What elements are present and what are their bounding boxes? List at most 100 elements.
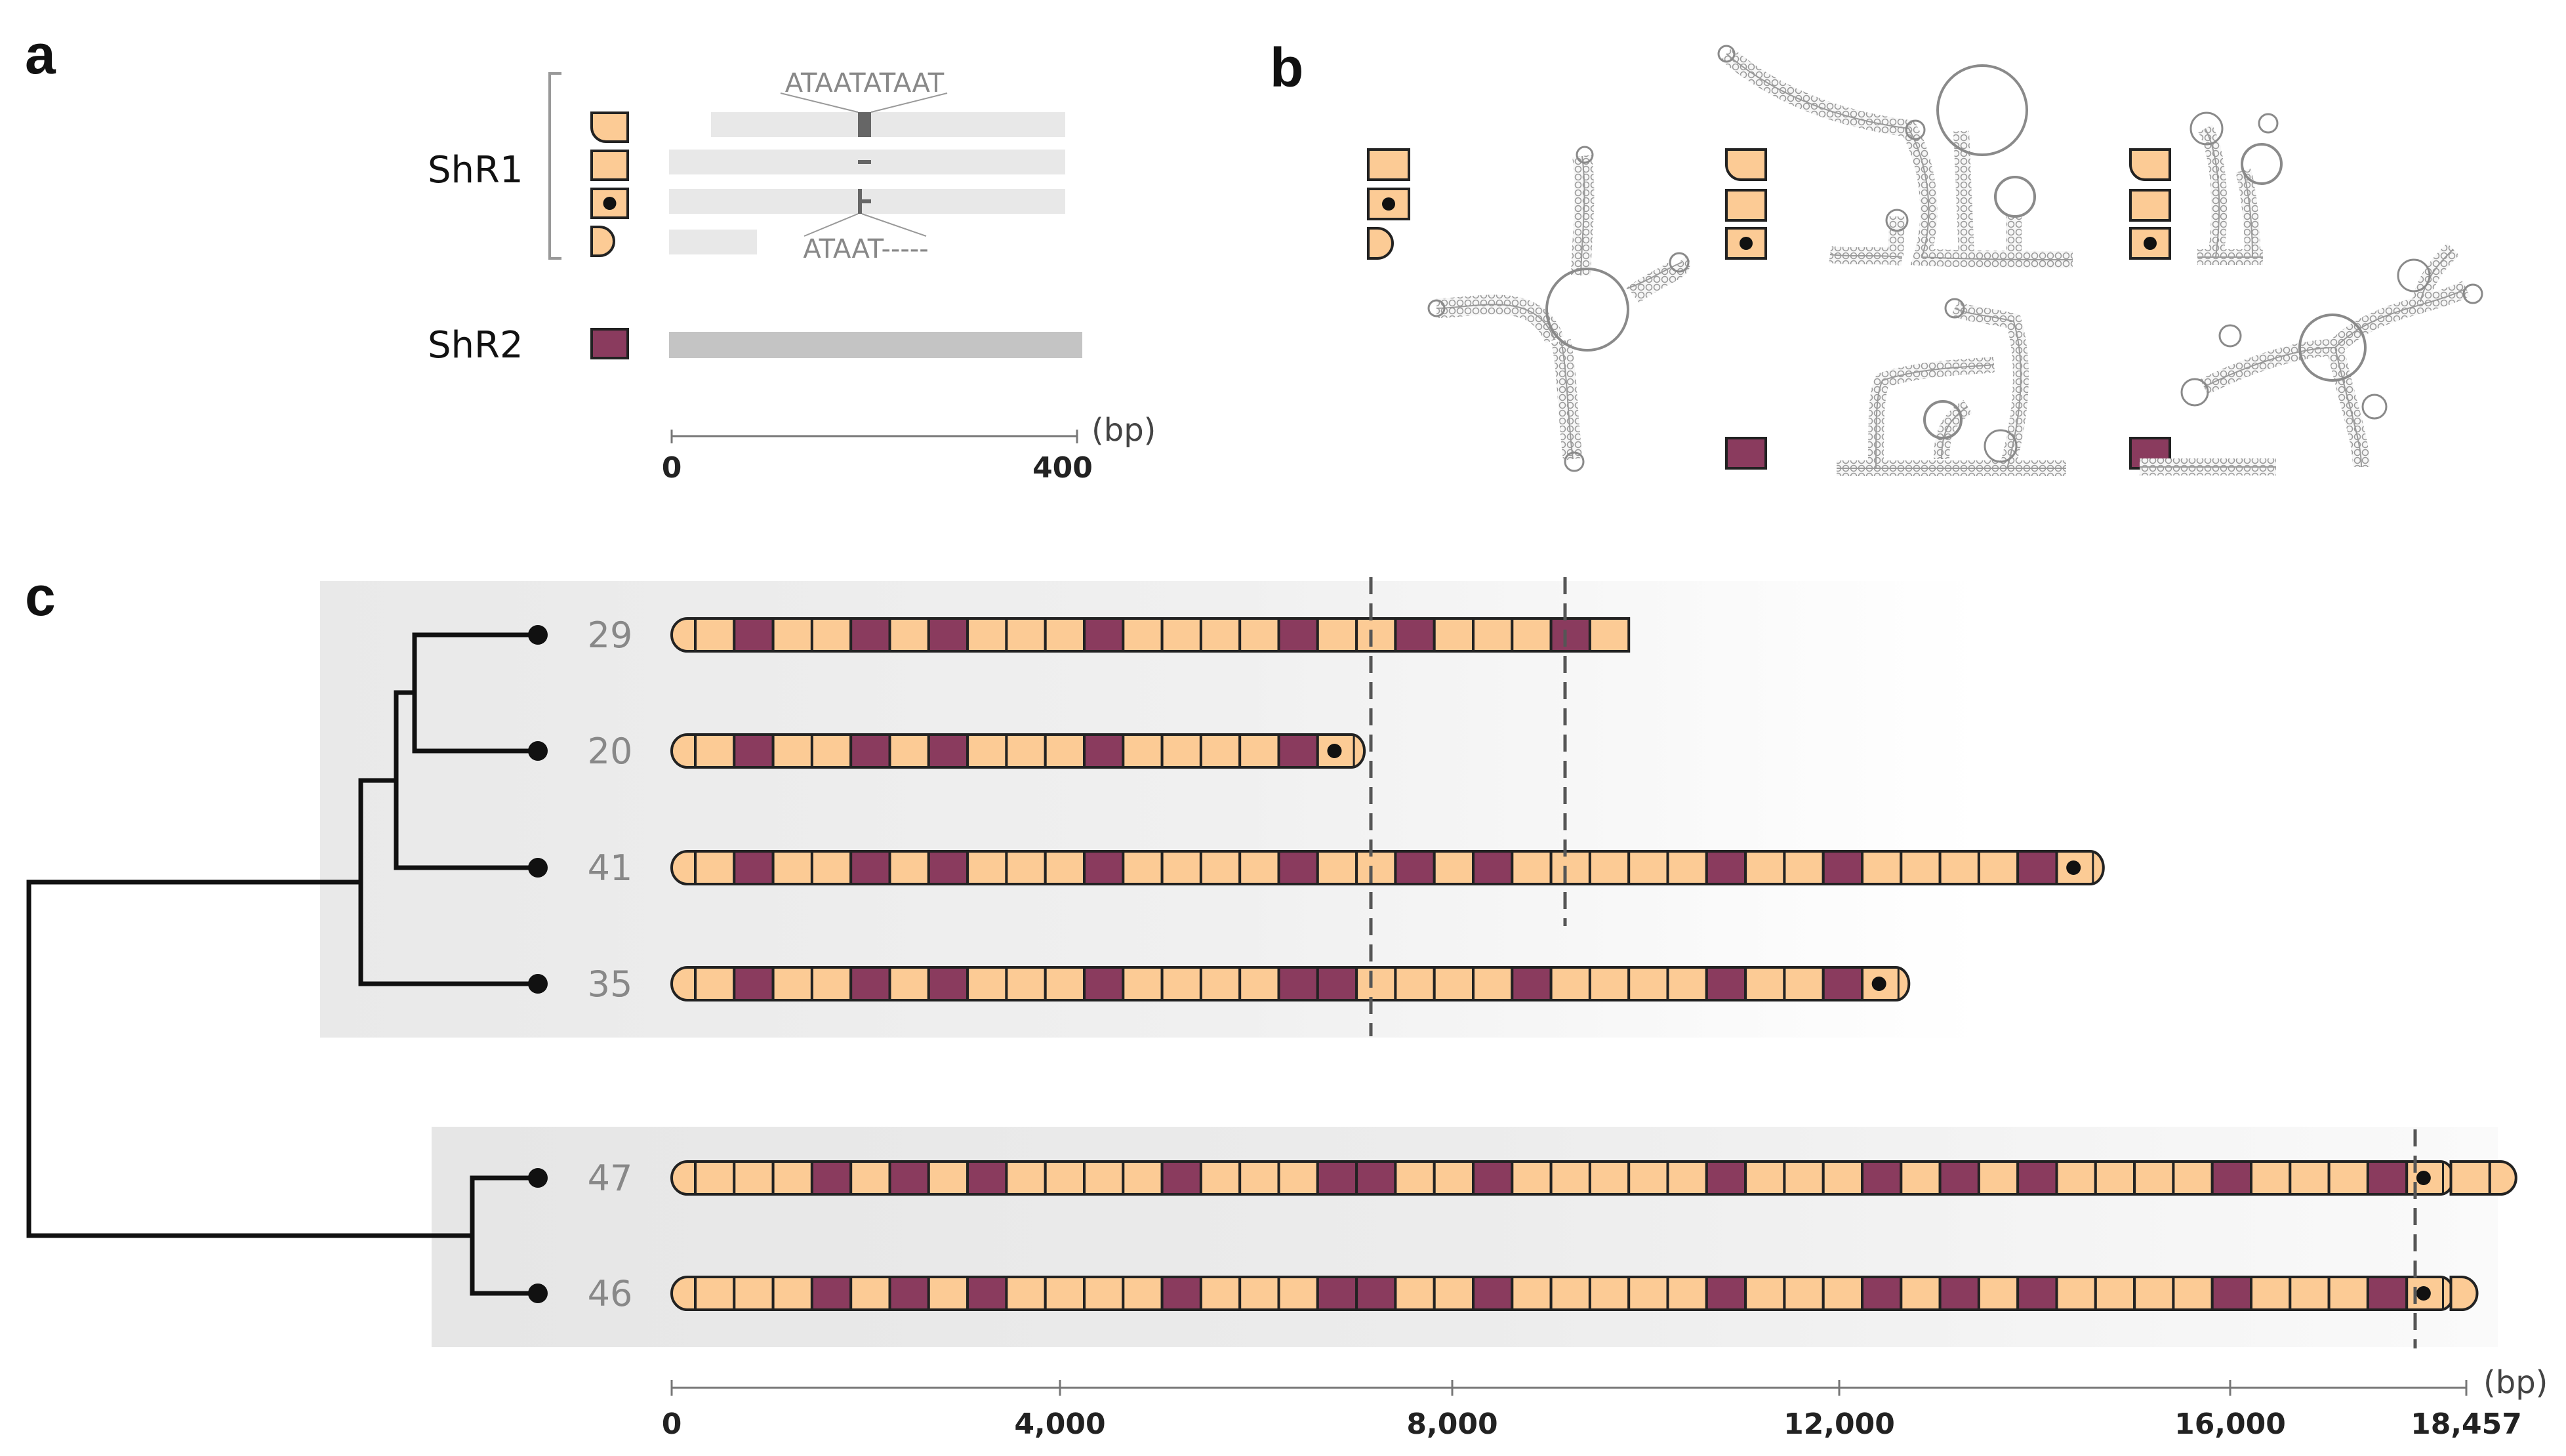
tip-dot xyxy=(528,1284,548,1303)
clade-background-bottom xyxy=(432,1127,2498,1347)
array-label: 35 xyxy=(588,963,633,1005)
unit-shr2 xyxy=(849,966,891,1001)
rna-structure-3 xyxy=(2189,111,2283,265)
dot-icon xyxy=(1871,977,1886,991)
unit-shr1 xyxy=(1627,966,1669,1001)
clade-background-top xyxy=(320,581,1980,1038)
axis-unit: (bp) xyxy=(2483,1364,2548,1401)
unit-shr1 xyxy=(927,1160,969,1196)
dendrogram xyxy=(26,625,548,1303)
unit-shr2 xyxy=(927,733,969,769)
unit-shr1 xyxy=(966,850,1008,885)
unit-shr1 xyxy=(694,966,736,1001)
unit-shr2 xyxy=(927,850,969,885)
unit-shr2 xyxy=(1083,850,1125,885)
unit-shr2 xyxy=(1394,850,1436,885)
unit-shr1 xyxy=(2327,1160,2369,1196)
unit-shr1 xyxy=(1199,733,1242,769)
unit-shr1 xyxy=(1238,850,1280,885)
unit-shr1 xyxy=(888,617,930,653)
unit-shr1 xyxy=(966,733,1008,769)
unit-shr1 xyxy=(1433,966,1475,1001)
unit-shr1 xyxy=(2289,1160,2331,1196)
axis-tick-label: 8,000 xyxy=(1406,1407,1497,1441)
array-label: 29 xyxy=(588,615,633,656)
unit-shr1 xyxy=(771,1160,813,1196)
unit-shr1 xyxy=(1238,1160,1280,1196)
panel-a-tick-label: 400 xyxy=(1032,451,1093,485)
shr1-dot-unit-icon xyxy=(590,188,629,219)
unit-shr2 xyxy=(1355,1276,1397,1311)
dot-icon xyxy=(2144,237,2157,250)
shr1-unit-icon xyxy=(2129,189,2171,222)
unit-shr1 xyxy=(1199,1160,1242,1196)
unit-shr1 xyxy=(1160,617,1202,653)
zoom-line xyxy=(804,213,859,237)
unit-shr1 xyxy=(1238,1276,1280,1311)
unit-shr2 xyxy=(2016,850,2058,885)
unit-shr1 xyxy=(1355,966,1397,1001)
insert-marker xyxy=(858,160,871,164)
array-row: 20 xyxy=(588,731,1366,772)
tip-dot xyxy=(528,741,548,761)
unit-shr2 xyxy=(1277,617,1319,653)
unit-shr1 xyxy=(1900,1276,1942,1311)
unit-shr1 xyxy=(733,1160,775,1196)
unit-shr1 xyxy=(1588,617,1631,653)
unit-shr1 xyxy=(1122,617,1164,653)
unit-shr1 xyxy=(1005,1160,1047,1196)
unit-shr1 xyxy=(1122,1160,1164,1196)
unit-shr2 xyxy=(927,617,969,653)
unit-shr1 xyxy=(2172,1276,2214,1311)
unit-shr1 xyxy=(1666,850,1708,885)
unit-shr2 xyxy=(966,1276,1008,1311)
unit-shr1 xyxy=(1472,617,1514,653)
unit-shr1 xyxy=(1588,966,1631,1001)
unit-shr1 xyxy=(1511,1276,1553,1311)
unit-shr2 xyxy=(1472,1276,1514,1311)
unit-shr1 xyxy=(2055,1160,2097,1196)
unit-shr1 xyxy=(1394,1276,1436,1311)
unit-shr1 xyxy=(1627,1160,1669,1196)
unit-shr1 xyxy=(1588,850,1631,885)
panel-a-axis-unit: (bp) xyxy=(1091,412,1156,449)
axis-tick-label: 18,457 xyxy=(2411,1407,2522,1441)
unit-shr1 xyxy=(1433,1276,1475,1311)
unit-shr1 xyxy=(733,1276,775,1311)
tip-dot xyxy=(528,858,548,878)
unit-shr1 xyxy=(2094,1160,2136,1196)
unit-shr1 xyxy=(1005,1276,1047,1311)
unit-shr2 xyxy=(1861,1276,1903,1311)
unit-shr1 xyxy=(2327,1276,2369,1311)
unit-shr2 xyxy=(888,1276,930,1311)
unit-shr1 xyxy=(2250,1276,2292,1311)
unit-shr2 xyxy=(733,966,775,1001)
unit-shr1 xyxy=(1744,966,1786,1001)
unit-shr1 xyxy=(1122,850,1164,885)
unit-shr1 xyxy=(1277,1276,1319,1311)
unit-shr1 xyxy=(1044,733,1086,769)
unit-shr1 xyxy=(810,850,853,885)
unit-shr2 xyxy=(1822,850,1863,885)
unit-shr2 xyxy=(966,1160,1008,1196)
insert-marker xyxy=(858,199,871,203)
array-label: 47 xyxy=(588,1158,633,1199)
unit-shr1 xyxy=(1122,733,1164,769)
shr1-end-unit-icon xyxy=(590,226,615,257)
unit-shr2 xyxy=(1160,1160,1202,1196)
unit-shr1 xyxy=(1199,966,1242,1001)
shr1-unit-icon xyxy=(1367,148,1410,181)
unit-shr2 xyxy=(1316,1276,1358,1311)
unit-shr1 xyxy=(1588,1160,1631,1196)
unit-shr1 xyxy=(1549,850,1591,885)
unit-shr1 xyxy=(1549,1160,1591,1196)
unit-shr1 xyxy=(1549,966,1591,1001)
zoom-line xyxy=(780,92,859,113)
seq-bottom: ATAAT----- xyxy=(803,234,928,264)
unit-start xyxy=(670,850,697,885)
unit-shr1 xyxy=(1666,1160,1708,1196)
unit-shr1 xyxy=(888,966,930,1001)
unit-shr1 xyxy=(694,1276,736,1311)
